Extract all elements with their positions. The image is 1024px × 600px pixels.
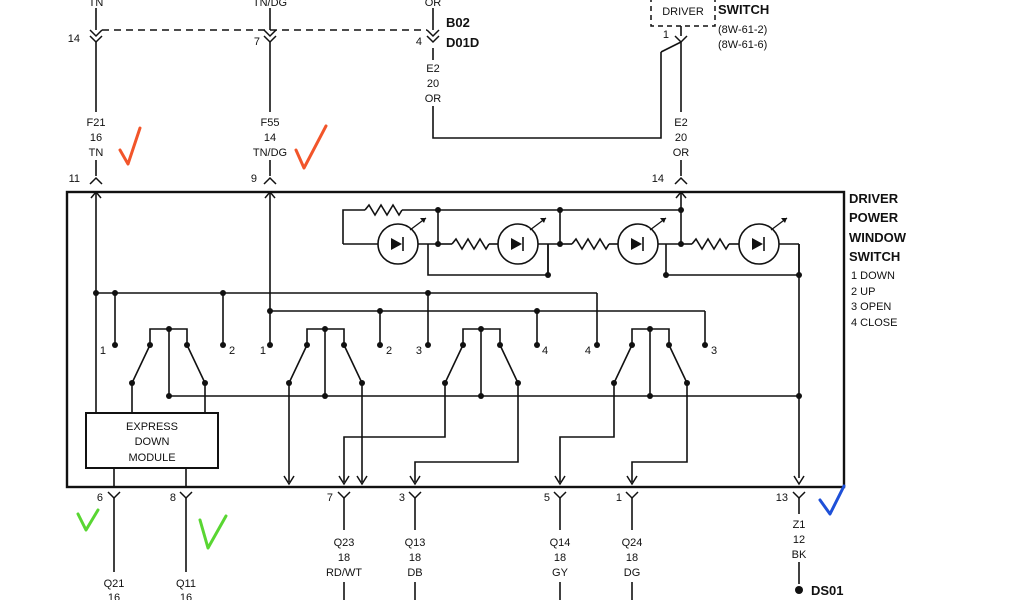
led-resistor-network — [342, 203, 802, 478]
wire-label: Q13 — [405, 537, 426, 549]
wire-label: F55 — [261, 117, 280, 129]
pin-label: 1 — [663, 29, 669, 41]
pin-label: 7 — [327, 492, 333, 504]
pin-arrowheads — [283, 475, 805, 486]
wire-label: DG — [624, 567, 641, 579]
pin-label: 9 — [251, 173, 257, 185]
pin-label: 14 — [68, 33, 80, 45]
wire-label: RD/WT — [326, 567, 362, 579]
wire-label: 18 — [554, 552, 566, 564]
wire-color-tndg-top: TN/DG — [253, 0, 287, 9]
f21-bus — [93, 290, 598, 345]
express-down-module — [85, 412, 219, 469]
wire-color-tn-top: TN — [89, 0, 104, 9]
wire-label: 18 — [409, 552, 421, 564]
pin-label: 5 — [544, 492, 550, 504]
wire-label: 14 — [264, 132, 276, 144]
contact-label: 4 — [542, 345, 548, 357]
wire-label: 18 — [338, 552, 350, 564]
wire-label: 18 — [626, 552, 638, 564]
wire-label: Q24 — [622, 537, 643, 549]
wire-label: Q11 — [176, 578, 196, 590]
wire-label: 20 — [675, 132, 687, 144]
pin-label: 1 — [616, 492, 622, 504]
pin-label: 7 — [254, 36, 260, 48]
module-label: DOWN — [135, 436, 170, 448]
wire-label: 16 — [108, 592, 120, 600]
pin-label: 4 — [416, 36, 422, 48]
wire-color-or-top: OR — [425, 0, 442, 9]
ground-splice-label: DS01 — [811, 583, 844, 598]
check-mark-green — [76, 508, 100, 532]
pin-label: 14 — [652, 173, 664, 185]
check-mark-green — [198, 514, 228, 550]
switch-group-1 — [129, 326, 208, 413]
switch-group-2 — [286, 326, 365, 482]
wire-label: E2 — [426, 63, 439, 75]
contact-label: 4 — [585, 345, 591, 357]
pin-label: 3 — [399, 492, 405, 504]
contact-label: 2 — [229, 345, 235, 357]
connector-name: B02 — [446, 15, 470, 30]
switch-name: DRIVER — [849, 191, 899, 206]
contact-label: 3 — [416, 345, 422, 357]
wire-label: Q23 — [334, 537, 355, 549]
check-mark-blue — [818, 484, 846, 516]
wire-label: OR — [425, 93, 442, 105]
connector-chevron — [89, 29, 440, 44]
wire-label: TN/DG — [253, 147, 287, 159]
switch-group-3 — [343, 326, 521, 482]
connector-name: D01D — [446, 35, 479, 50]
switch-ref: (8W-61-2) — [718, 24, 767, 36]
wire-label: Q21 — [104, 578, 125, 590]
wire-label: GY — [552, 567, 569, 579]
contact-label: 1 — [100, 345, 106, 357]
module-label: MODULE — [128, 452, 175, 464]
wire-label: F21 — [87, 117, 106, 129]
bottom-connector-chevrons — [107, 491, 806, 500]
switch-ref: (8W-61-6) — [718, 39, 767, 51]
driver-power-window-switch-box — [65, 190, 846, 489]
legend-item: 3 OPEN — [851, 301, 891, 313]
legend-item: 2 UP — [851, 286, 875, 298]
check-mark-red — [294, 124, 328, 170]
switch-name: WINDOW — [849, 230, 907, 245]
contact-label: 2 — [386, 345, 392, 357]
wire-label: Z1 — [793, 519, 806, 531]
check-mark-red — [118, 126, 142, 166]
driver-switch-label: DRIVER — [662, 6, 704, 18]
wire-label: Q14 — [550, 537, 571, 549]
wire-label: E2 — [674, 117, 687, 129]
switch-name: SWITCH — [849, 249, 900, 264]
pin-label: 11 — [69, 173, 80, 185]
wire-label: 16 — [180, 592, 192, 600]
wire-label: 16 — [90, 132, 102, 144]
wire-label: BK — [792, 549, 807, 561]
legend-item: 4 CLOSE — [851, 317, 897, 329]
wire-label: 12 — [793, 534, 805, 546]
switch-contact-dots — [112, 342, 708, 348]
wire-label: TN — [89, 147, 104, 159]
switch-title: SWITCH — [718, 2, 769, 17]
f55-bus — [267, 308, 706, 345]
pin-label: 8 — [170, 492, 176, 504]
wire-label: 20 — [427, 78, 439, 90]
switch-name: POWER — [849, 210, 899, 225]
wire-label: DB — [407, 567, 422, 579]
module-label: EXPRESS — [126, 421, 178, 433]
switch-group-4 — [559, 326, 690, 482]
contact-label: 3 — [711, 345, 717, 357]
pin-label: 6 — [97, 492, 103, 504]
pin-label: 13 — [776, 492, 788, 504]
legend-item: 1 DOWN — [851, 270, 895, 282]
wire-label: OR — [673, 147, 690, 159]
contact-label: 1 — [260, 345, 266, 357]
ground-splice-dot — [795, 586, 803, 594]
